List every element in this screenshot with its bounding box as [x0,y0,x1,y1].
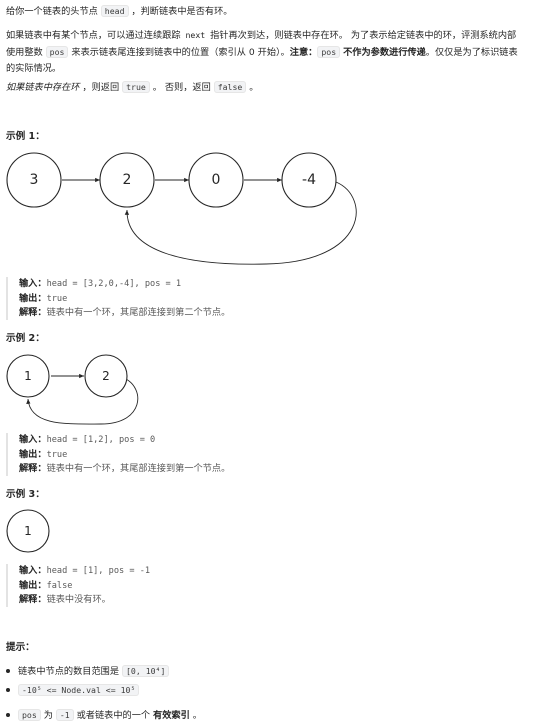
example-3-io-block: 输入：head = [1], pos = -1 输出：false 解释：链表中没… [6,564,536,607]
output-label: 输出： [19,292,47,304]
constraint-emphasis: 有效索引 [153,710,190,721]
intro-paragraph-3: 如果链表中存在环 ，则返回 true 。 否则，返回 false 。 [6,79,258,96]
intro-text: 指针再次到达，则链表中存在环。 为了表示给定链表中的环，评测系统内部 [207,30,517,41]
example-1-io-block: 输入：head = [3,2,0,-4], pos = 1 输出：true 解释… [6,277,536,320]
inline-code-range: [0, 10⁴] [121,665,170,677]
intro-text: ，则返回 [79,82,123,93]
bullet-icon [6,687,10,692]
output-label: 输出： [19,579,47,591]
input-value: head = [1], pos = -1 [46,566,151,576]
list-node: 2 [84,354,128,398]
bullet-icon [6,712,10,717]
list-node: 3 [6,152,62,208]
intro-text: 。仅仅是为了标识链表 [425,47,518,58]
svg-text:0: 0 [212,172,221,188]
inline-code-head: head [100,5,129,17]
explanation-label: 解释： [19,463,47,474]
hints-title: 提示： [6,642,35,653]
explanation-label: 解释： [19,594,47,605]
list-node: 0 [188,152,244,208]
constraint-text: 链表中节点的数目范围是 [18,666,122,677]
intro-paragraph-1: 给你一个链表的头节点 head ，判断链表中是否有环。 [6,3,233,20]
constraint-item: 链表中节点的数目范围是 [0, 10⁴] [6,663,170,677]
constraint-text: 为 [40,710,56,721]
intro-paragraph-2: 如果链表中有某个节点，可以通过连续跟踪 next 指针再次到达，则链表中存在环。… [6,27,530,77]
input-value: head = [3,2,0,-4], pos = 1 [46,279,182,289]
constraint-text: 。 [189,710,202,721]
cycle-edge [124,181,357,265]
bullet-icon [6,668,10,673]
list-node: 1 [6,509,50,553]
intro-emphasis: 如果链表中存在环 [6,82,80,93]
output-label: 输出： [19,448,47,460]
note-label: 注意： [289,47,318,58]
example-3-linked-list-diagram: 1 [6,509,50,553]
explanation-text: 链表中有一个环，其尾部连接到第二个节点。 [46,307,231,318]
inline-code-pos: pos [18,709,41,721]
svg-text:2: 2 [123,172,132,188]
example-2-io-block: 输入：head = [1,2], pos = 0 输出：true 解释：链表中有… [6,433,536,476]
list-node: 1 [6,354,50,398]
intro-text: 。 [246,82,259,93]
example-1-linked-list-diagram: 3 2 0 -4 [6,152,357,265]
inline-code-value-range: -10⁵ <= Node.val <= 10⁵ [18,684,140,696]
svg-text:2: 2 [102,369,110,383]
inline-code-false: false [213,81,247,93]
inline-code-minus-one: -1 [55,709,74,721]
example-2-linked-list-diagram: 1 2 [6,354,139,425]
example-3-title: 示例 3： [6,489,45,500]
cycle-edge [26,377,139,425]
intro-text: 来表示链表尾连接到链表中的位置（索引从 0 开始）。 [68,47,290,58]
list-node: -4 [281,152,337,208]
input-value: head = [1,2], pos = 0 [46,435,156,445]
input-label: 输入： [19,565,47,576]
output-value: false [46,580,73,591]
inline-code-pos: pos [317,46,341,58]
input-label: 输入： [19,278,47,289]
intro-text: 使用整数 [6,47,46,58]
explanation-label: 解释： [19,307,47,318]
output-value: true [46,293,68,304]
explanation-text: 链表中没有环。 [46,594,111,605]
svg-text:3: 3 [30,172,39,188]
constraint-item: pos 为 -1 或者链表中的一个 有效索引 。 [6,707,202,721]
svg-text:-4: -4 [302,172,316,188]
intro-text: 给你一个链表的头节点 [6,6,101,17]
list-node: 2 [99,152,155,208]
inline-code-next: next [185,30,206,40]
intro-text: 。 否则，返回 [149,82,214,93]
intro-text: 的实际情况。 [6,63,62,74]
svg-text:1: 1 [24,524,32,538]
constraint-text: 或者链表中的一个 [73,710,154,721]
constraint-item: -10⁵ <= Node.val <= 10⁵ [6,684,140,696]
note-emphasis: 不作为参数进行传递 [343,47,426,58]
svg-text:1: 1 [24,369,32,383]
intro-text: 如果链表中有某个节点，可以通过连续跟踪 [6,30,184,41]
example-2-title: 示例 2： [6,333,45,344]
inline-code-pos: pos [45,46,69,58]
example-1-title: 示例 1： [6,131,45,142]
explanation-text: 链表中有一个环，其尾部连接到第一个节点。 [46,463,231,474]
intro-text: ，判断链表中是否有环。 [128,6,233,17]
input-label: 输入： [19,434,47,445]
inline-code-true: true [122,81,150,93]
output-value: true [46,449,68,460]
